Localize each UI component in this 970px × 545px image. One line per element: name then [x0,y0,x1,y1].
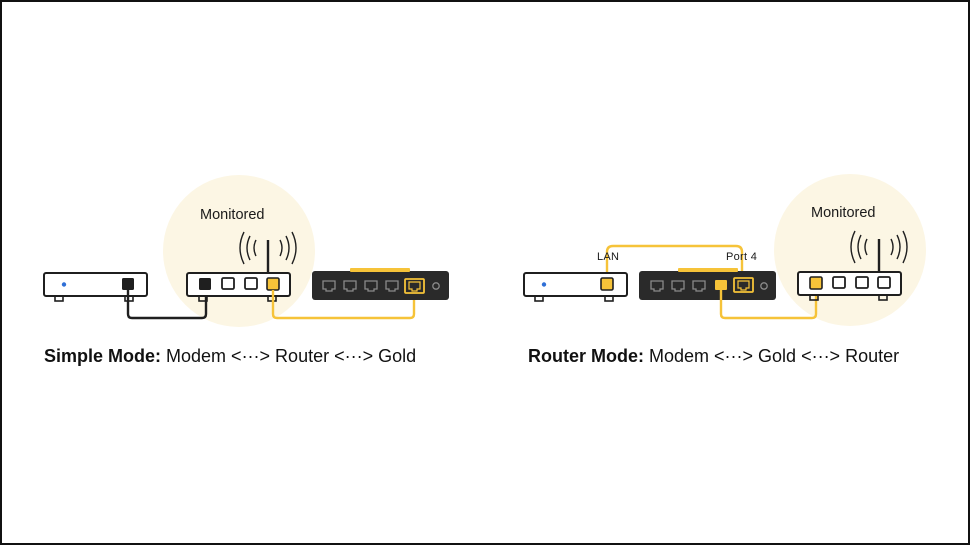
router-mode-diagram [523,174,926,326]
router-monitored-highlight [774,174,926,326]
simple-cable-modem-router [126,290,208,320]
simple-mode-diagram [43,175,449,327]
simple-monitored-label: Monitored [200,207,265,223]
router-mode-title: Router Mode: [528,346,644,366]
router-cable-modem-gold [605,244,744,280]
simple-cable-router-gold [271,290,416,320]
simple-wifi-signal-icon [239,231,297,265]
simple-modem-icon [43,272,148,302]
simple-mode-caption: Simple Mode: Modem <···> Router <···> Go… [44,346,416,367]
router-gold-device-icon [639,268,776,300]
router-modem-icon [523,272,628,302]
simple-mode-title: Simple Mode: [44,346,162,366]
router-wifi-signal-icon [850,230,908,264]
port4-label: Port 4 [726,251,758,263]
router-mode-flow: Modem <···> Gold <···> Router [649,346,900,366]
router-cable-gold-router [719,290,818,320]
router-router-icon [797,239,902,301]
simple-mode-flow: Modem <···> Router <···> Gold [166,346,417,366]
lan-port-label: LAN [597,251,620,263]
router-monitored-label: Monitored [811,205,876,221]
simple-monitored-highlight [163,175,315,327]
simple-router-icon [186,240,291,302]
router-mode-caption: Router Mode: Modem <···> Gold <···> Rout… [528,346,899,367]
simple-gold-device-icon [312,268,449,300]
